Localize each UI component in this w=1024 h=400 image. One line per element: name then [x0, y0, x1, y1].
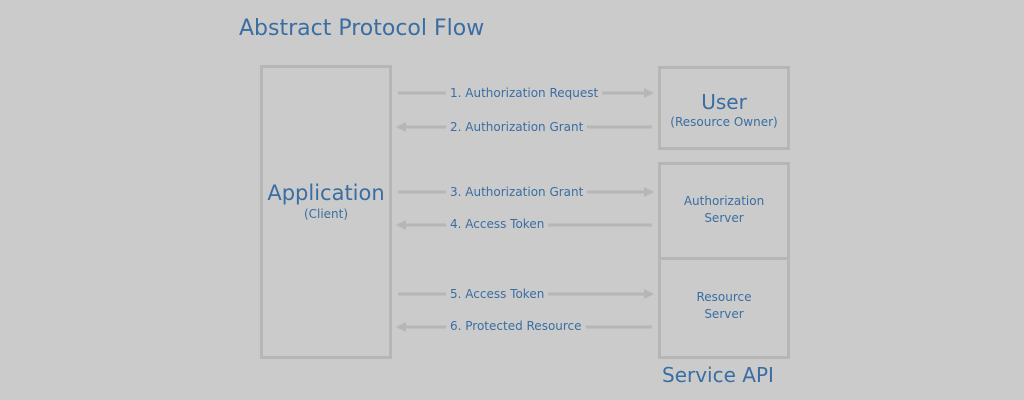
flow-label-2: 2. Authorization Grant: [446, 119, 588, 135]
user-box: User (Resource Owner): [658, 66, 790, 150]
authorization-server-label-line2: Server: [704, 211, 744, 225]
application-box: Application (Client): [260, 65, 392, 359]
resource-server-label-line2: Server: [704, 307, 744, 321]
user-subtitle: (Resource Owner): [670, 115, 778, 129]
application-subtitle: (Client): [303, 207, 349, 221]
flow-label-4: 4. Access Token: [446, 216, 549, 232]
flow-label-1: 1. Authorization Request: [446, 85, 603, 101]
application-label: Application: [267, 181, 385, 205]
resource-server-label-line1: Resource: [696, 290, 752, 304]
flow-label-6: 6. Protected Resource: [446, 318, 586, 334]
resource-server-box: Resource Server: [658, 257, 790, 359]
user-label: User: [701, 90, 747, 114]
diagram-title: Abstract Protocol Flow: [239, 16, 485, 41]
authorization-server-label-line1: Authorization: [683, 194, 765, 208]
flow-label-5: 5. Access Token: [446, 286, 549, 302]
flow-label-3: 3. Authorization Grant: [446, 184, 588, 200]
service-api-label: Service API: [662, 363, 774, 387]
